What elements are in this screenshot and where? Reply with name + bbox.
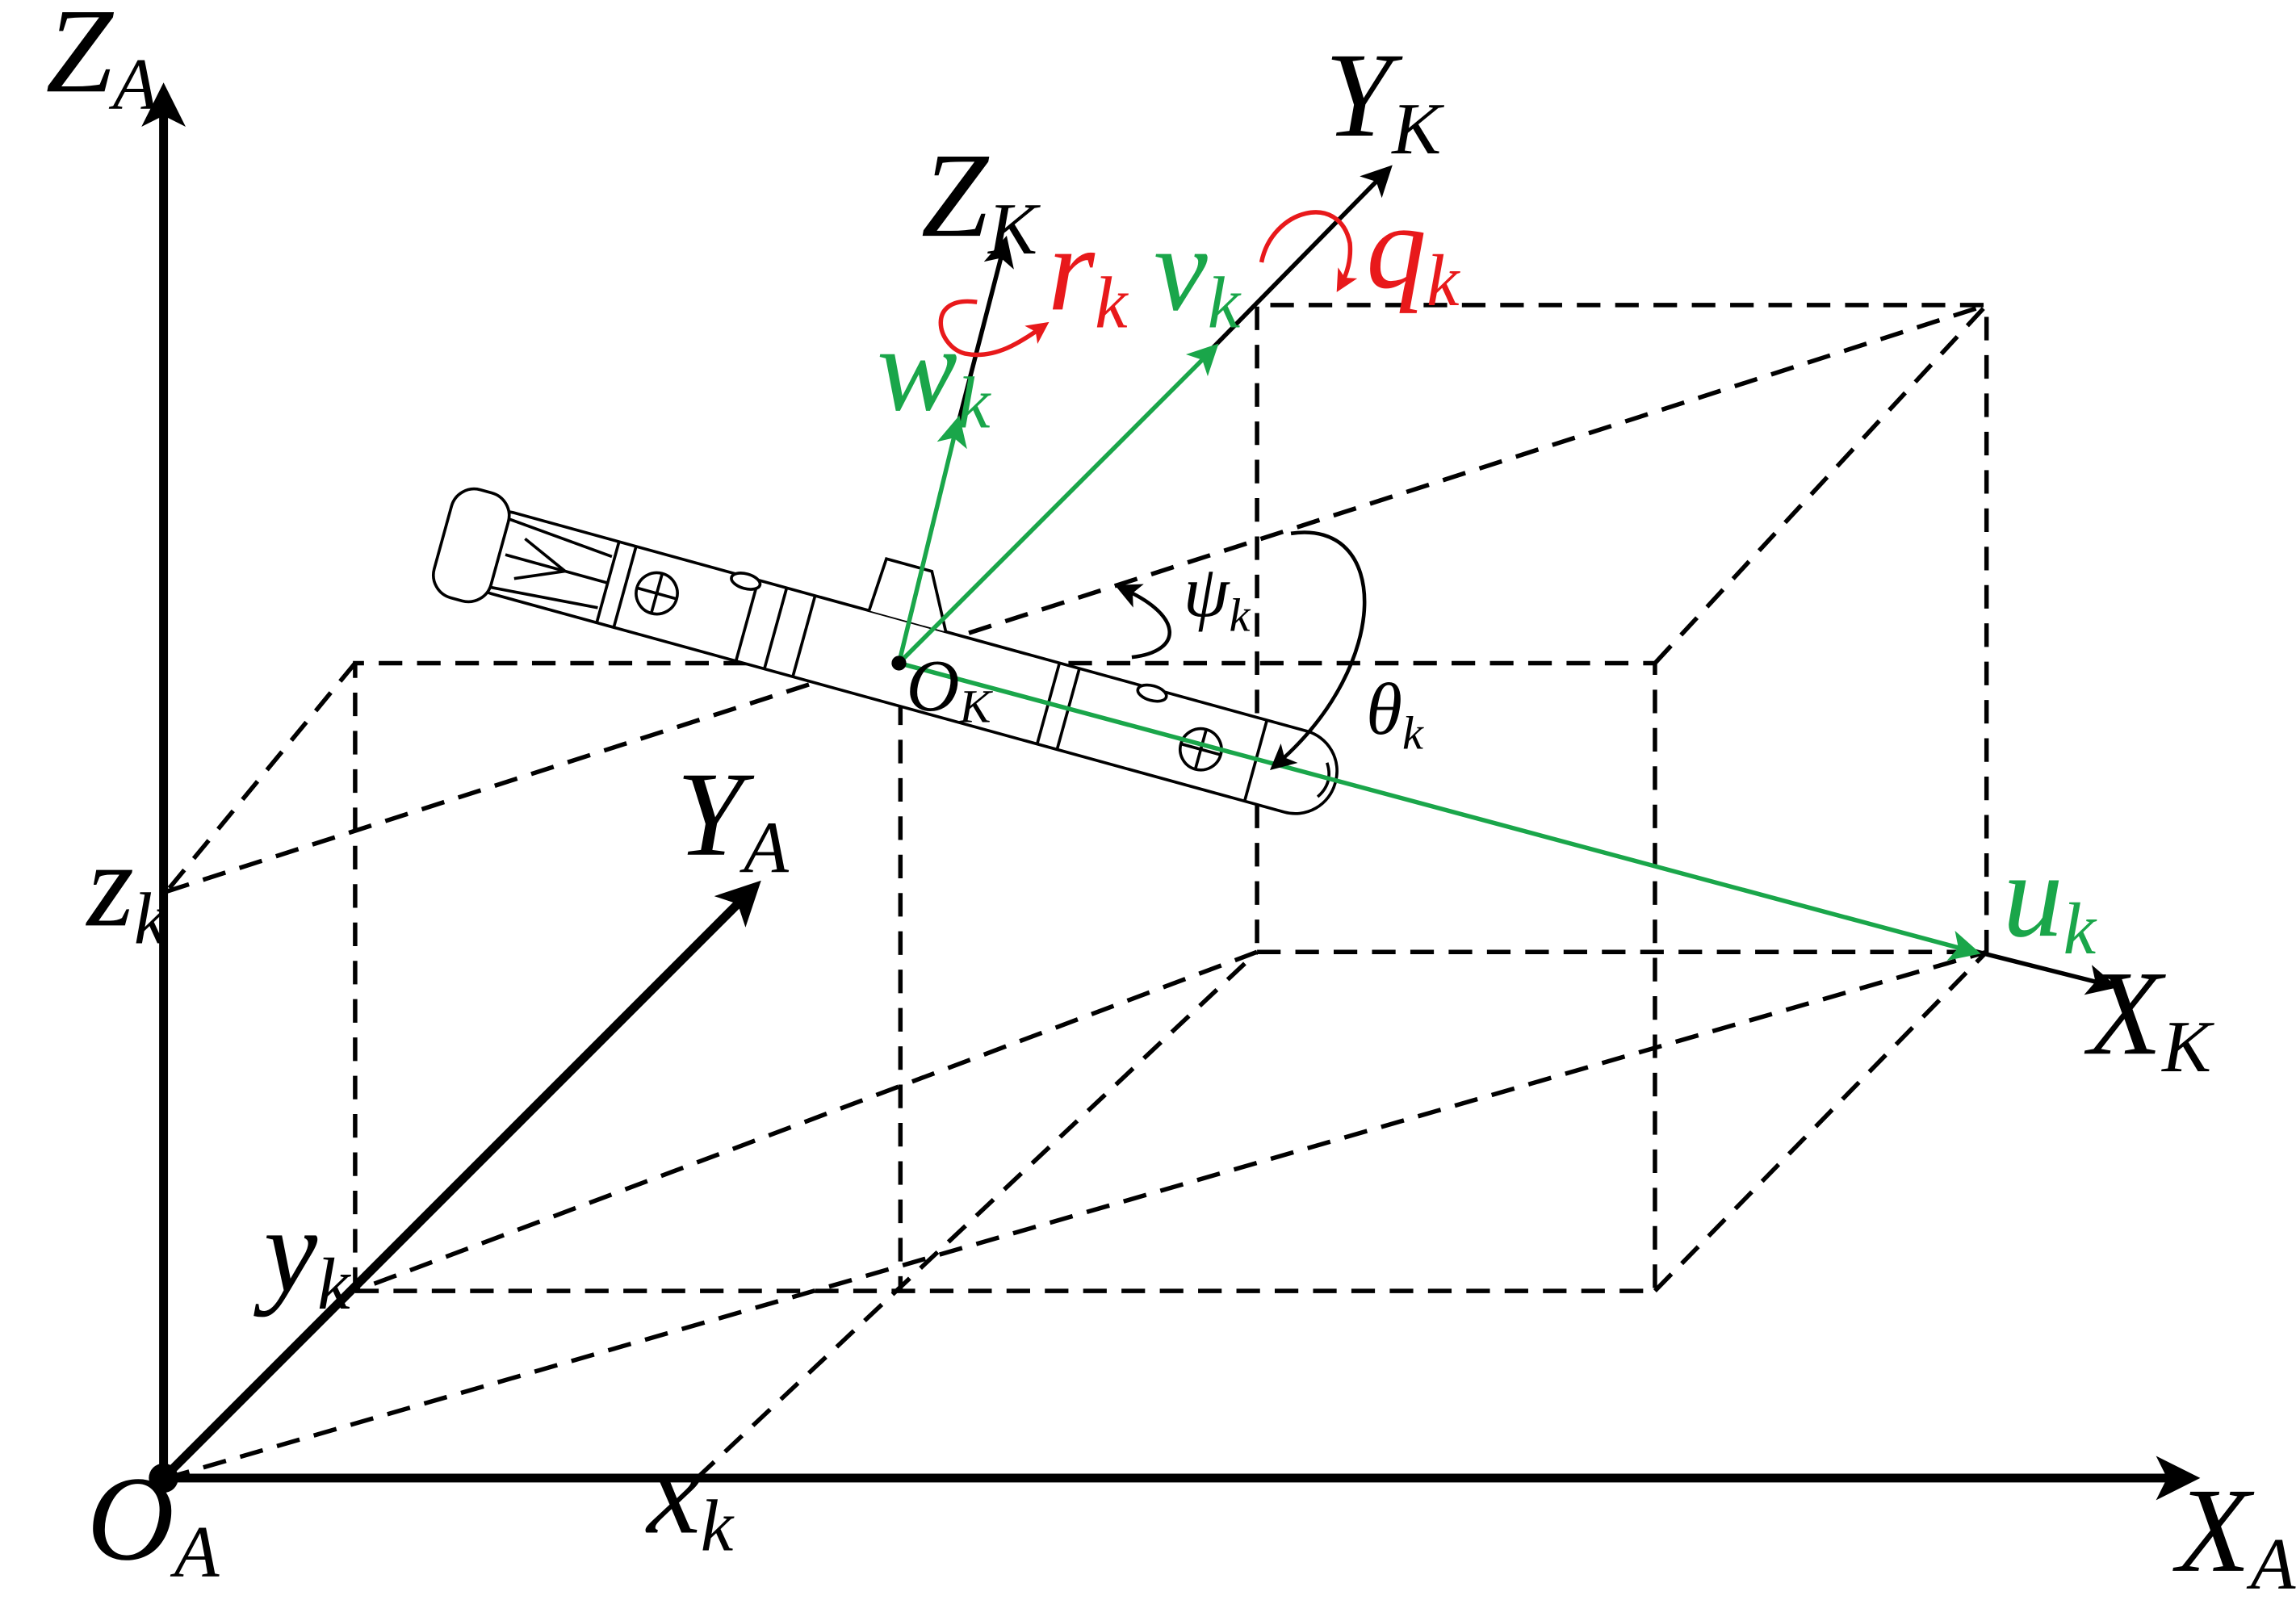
global-z-label: ZA xyxy=(46,0,159,125)
dashed-projection-lines xyxy=(165,303,1989,1481)
body-origin-dot xyxy=(891,656,907,671)
velocity-u-label: uk xyxy=(2003,829,2097,970)
rotation-arrows xyxy=(938,210,1358,358)
position-y-label: yk xyxy=(253,1184,351,1325)
auv-sail xyxy=(867,556,948,632)
body-x-label: XK xyxy=(2084,947,2214,1087)
body-axes xyxy=(955,165,2118,995)
psi-angle-arc xyxy=(1115,584,1171,660)
velocity-u-vector xyxy=(898,660,1981,961)
theta-angle-arc xyxy=(1270,530,1367,770)
velocity-v-vector xyxy=(897,343,1219,665)
velocity-w-vector xyxy=(896,415,967,664)
auv-tail-shroud xyxy=(432,487,511,604)
global-y-axis xyxy=(160,880,761,1481)
velocity-v-label: vk xyxy=(1154,203,1241,343)
rotation-q-label: qk xyxy=(1366,181,1460,321)
angle-theta-label: θk xyxy=(1366,668,1424,759)
velocity-vectors xyxy=(896,343,1981,961)
body-x-axis xyxy=(1971,948,2118,995)
body-z-label: ZK xyxy=(921,129,1041,270)
rotation-q-arrow xyxy=(1259,210,1358,292)
body-y-axis xyxy=(1211,165,1393,350)
position-x-label: xk xyxy=(645,1426,734,1566)
global-y-label: YA xyxy=(677,748,790,889)
rotation-r-label: rk xyxy=(1048,203,1129,343)
angle-arcs xyxy=(1115,530,1367,770)
auv-vehicle xyxy=(432,487,1339,815)
body-y-label: YK xyxy=(1325,29,1444,170)
body-z-axis xyxy=(955,235,1014,425)
angle-psi-label: ψk xyxy=(1184,551,1251,641)
global-origin-dot xyxy=(149,1463,178,1493)
velocity-w-label: wk xyxy=(877,303,991,443)
labels: ZA XA YA OA xk yk zk XK YK ZK xyxy=(46,0,2296,1605)
global-origin-label: OA xyxy=(87,1452,220,1593)
rotation-r-arrow xyxy=(938,299,1050,358)
global-x-label: XA xyxy=(2172,1464,2296,1605)
position-z-label: zk xyxy=(86,819,168,959)
body-origin-label: OK xyxy=(907,645,994,733)
global-axes xyxy=(141,82,2201,1501)
